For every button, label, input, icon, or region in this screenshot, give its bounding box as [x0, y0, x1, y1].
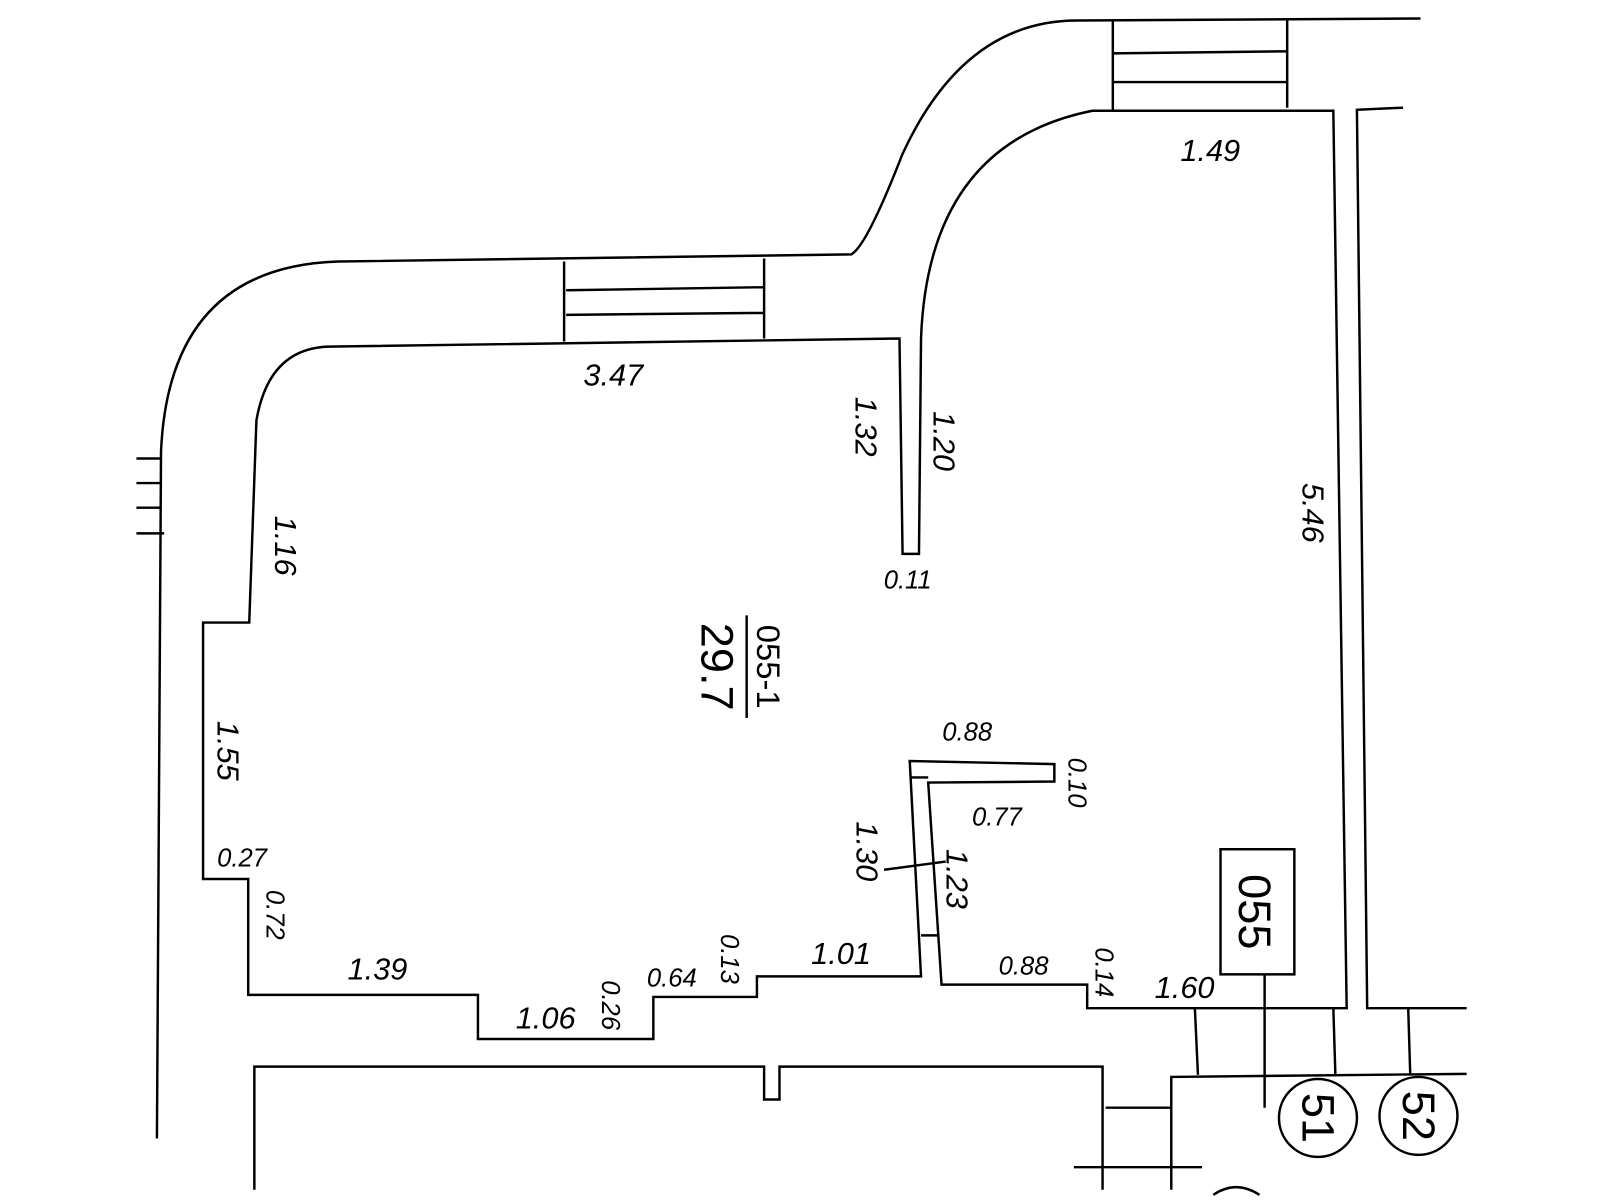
- dim-label: 0.10: [1063, 758, 1091, 809]
- dim-label: 0.64: [647, 965, 697, 993]
- dim-label: 0.88: [942, 719, 993, 747]
- dim-label: 0.72: [261, 890, 289, 940]
- dim-label: 3.47: [583, 358, 645, 393]
- marker-circle: [1378, 1075, 1459, 1157]
- unit-label: 055: [1219, 847, 1296, 1108]
- unit-number: 055: [1229, 874, 1280, 949]
- unit-box: [1219, 847, 1296, 976]
- outer-wall: [155, 17, 1421, 1139]
- dim-label: 0.77: [972, 804, 1024, 832]
- partial-circle: [1212, 1185, 1261, 1196]
- room-id: 055-1: [750, 625, 787, 709]
- dim-label: 1.60: [1155, 970, 1215, 1005]
- stairs-top-right: [1111, 18, 1289, 111]
- marker-circle: [1277, 1077, 1359, 1159]
- marker-51: 51: [1293, 1093, 1344, 1143]
- marker-52: 52: [1393, 1091, 1444, 1141]
- right-corridor-wall: [1355, 106, 1467, 1010]
- dim-label: 1.49: [1180, 133, 1240, 168]
- markers: 51 52: [1277, 1075, 1459, 1159]
- dim-label: 1.01: [811, 936, 871, 971]
- left-steps: [136, 457, 165, 535]
- partition-ticks: [883, 776, 946, 937]
- dim-label: 0.13: [715, 934, 743, 985]
- stairs-top-left: [562, 258, 766, 342]
- dim-label: 1.55: [210, 721, 245, 782]
- room-wall: [201, 109, 1348, 1041]
- dim-label: 1.06: [516, 1001, 577, 1036]
- room-area: 29.7: [692, 623, 743, 711]
- dim-label: 0.27: [217, 845, 269, 873]
- dim-label: 1.23: [940, 849, 975, 909]
- dim-label: 0.11: [884, 567, 932, 595]
- dim-label: 1.20: [926, 411, 961, 471]
- dim-label: 1.30: [849, 821, 884, 881]
- lower-walls: [253, 1008, 1467, 1190]
- dim-label: 1.32: [848, 397, 883, 457]
- dim-label: 0.26: [596, 980, 624, 1031]
- dim-label: 0.14: [1089, 947, 1117, 997]
- dim-label: 1.39: [348, 951, 408, 986]
- dim-label: 1.16: [268, 516, 303, 577]
- room-label: 055-1 29.7: [692, 615, 787, 718]
- walls: [136, 17, 1467, 1196]
- dim-label: 5.46: [1296, 483, 1331, 544]
- dimensions: 3.47 1.49 1.32 1.20 0.11 1.16 1.55 0.27 …: [210, 133, 1330, 1036]
- dim-label: 0.88: [999, 952, 1050, 980]
